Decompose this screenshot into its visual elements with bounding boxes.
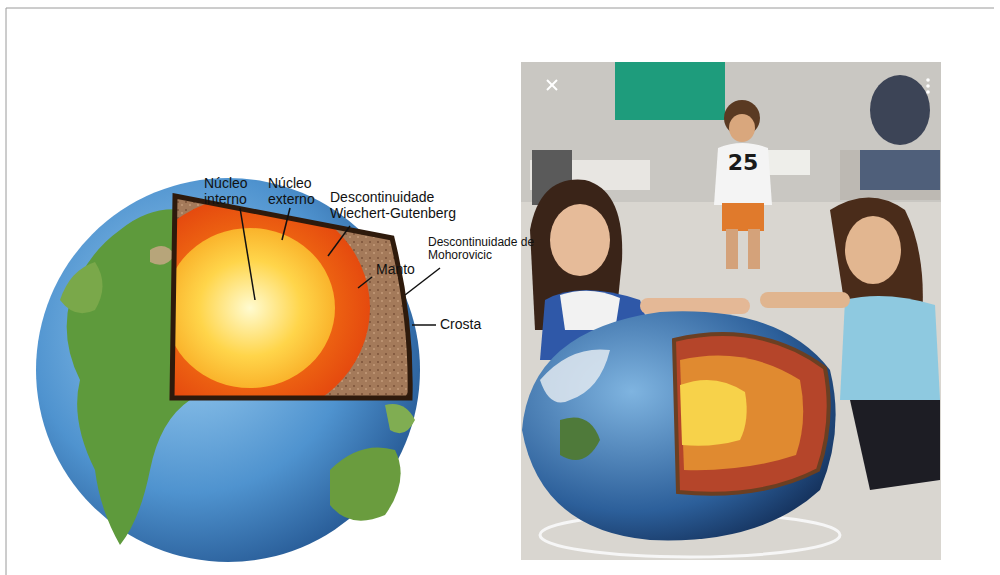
layer-label: Crosta xyxy=(440,317,500,333)
shirt-number: 25 xyxy=(722,150,764,175)
layer-label: Núcleo externo xyxy=(268,176,330,207)
discontinuity-label: Descontinuidade Wiechert-Gutenberg xyxy=(330,190,480,221)
layer-label: Manto xyxy=(376,262,436,278)
layer-label: Núcleo interno xyxy=(204,176,266,207)
discontinuity-label: Descontinuidade de Mohorovicic xyxy=(428,236,538,263)
